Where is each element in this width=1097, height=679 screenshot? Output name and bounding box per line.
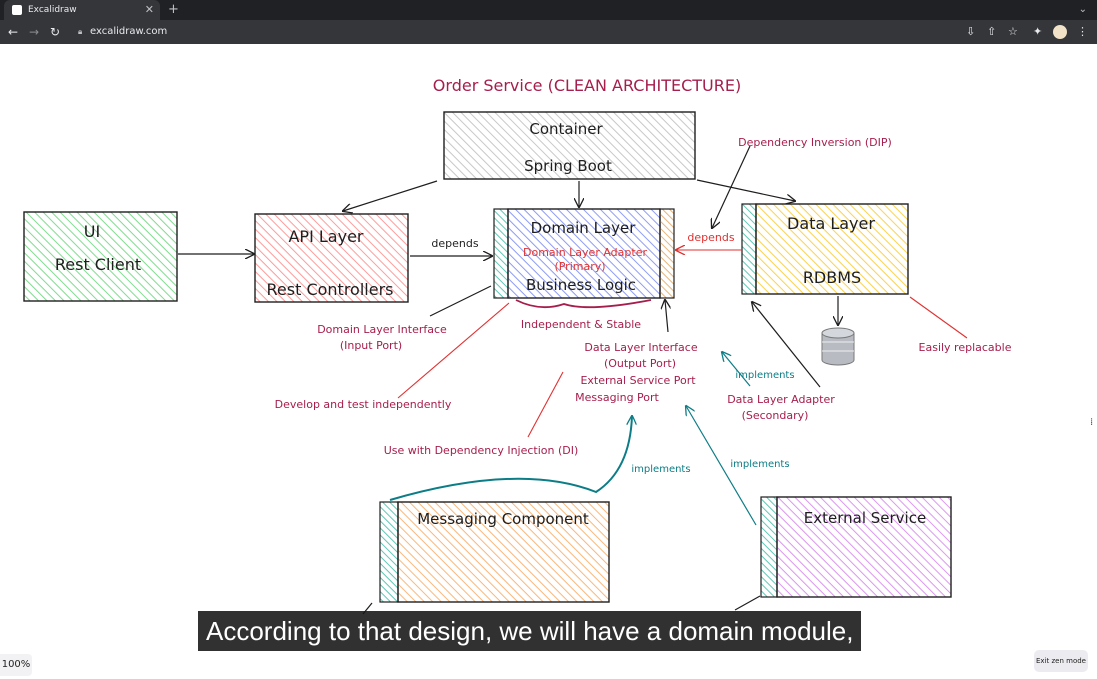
- depends-label-left: depends: [431, 237, 478, 250]
- container-box[interactable]: Container Spring Boot: [443, 111, 696, 180]
- arrow-data-adapter-implements: [722, 352, 751, 387]
- arrow-independent-to-domain: [665, 300, 668, 333]
- domain-layer-box[interactable]: Domain Layer Domain Layer Adapter (Prima…: [493, 208, 675, 299]
- domain-interface-label: Domain Layer Interface: [317, 323, 447, 336]
- line-di: [527, 371, 564, 438]
- messaging-component-box[interactable]: Messaging Component: [379, 501, 610, 603]
- primary-label: (Primary): [554, 260, 605, 273]
- container-label: Container: [529, 120, 603, 138]
- replaceable-label: Easily replacable: [919, 341, 1012, 354]
- implements-label-1: implements: [735, 370, 794, 381]
- teal-connectors: [389, 352, 757, 526]
- extensions-icon[interactable]: ✦: [1033, 25, 1043, 38]
- arrow-external-implements: [686, 406, 757, 526]
- tab-title: Excalidraw: [28, 5, 77, 15]
- forward-icon[interactable]: →: [29, 25, 40, 39]
- install-icon[interactable]: ⇩: [966, 25, 976, 38]
- arrow-adapter-to-data: [752, 302, 821, 388]
- rest-controllers-label: Rest Controllers: [267, 280, 394, 299]
- domain-layer-label: Domain Layer: [531, 219, 637, 237]
- develop-label: Develop and test independently: [275, 398, 452, 411]
- external-port-label: External Service Port: [580, 374, 696, 387]
- back-icon[interactable]: ←: [8, 25, 19, 39]
- exit-zen-mode-button[interactable]: Exit zen mode: [1034, 650, 1088, 672]
- input-port-label: (Input Port): [340, 339, 402, 352]
- di-label: Use with Dependency Injection (DI): [384, 444, 579, 457]
- api-layer-label: API Layer: [288, 227, 363, 246]
- line-external-adapter: [734, 595, 761, 611]
- zoom-level-indicator[interactable]: 100%: [0, 654, 32, 676]
- domain-adapter-label: Domain Layer Adapter: [523, 246, 647, 259]
- arrow-container-to-data: [696, 179, 795, 201]
- rdbms-label: RDBMS: [803, 268, 861, 287]
- excalidraw-favicon-icon: [12, 5, 22, 15]
- menu-kebab-icon[interactable]: ⋮: [1077, 25, 1088, 38]
- independent-label: Independent & Stable: [521, 318, 641, 331]
- dip-label: Dependency Inversion (DIP): [738, 136, 892, 149]
- line-domain-interface: [429, 285, 492, 317]
- browser-tab-strip: Excalidraw ✕ + ⌄: [0, 0, 1097, 20]
- drawing-canvas[interactable]: Order Service (CLEAN ARCHITECTURE) Conta…: [0, 44, 1097, 679]
- api-layer-box[interactable]: API Layer Rest Controllers: [254, 213, 409, 303]
- video-caption: According to that design, we will have a…: [198, 611, 862, 651]
- browser-toolbar: ← → ↻ 🔒︎ excalidraw.com ⇩ ⇧ ☆ ✦ ⋮: [0, 20, 1097, 44]
- database-icon: [821, 327, 855, 366]
- ui-box[interactable]: UI Rest Client: [23, 211, 178, 302]
- lock-icon: 🔒︎: [78, 27, 83, 36]
- address-bar[interactable]: 🔒︎ excalidraw.com: [72, 23, 952, 41]
- arrow-messaging-implements: [389, 416, 632, 501]
- implements-label-2: implements: [631, 464, 690, 475]
- business-logic-label: Business Logic: [526, 276, 636, 294]
- messaging-port-label: Messaging Port: [575, 391, 659, 404]
- share-icon[interactable]: ⇧: [987, 25, 997, 38]
- data-adapter-label: Data Layer Adapter: [727, 393, 835, 406]
- chevron-down-icon[interactable]: ⌄: [1078, 4, 1087, 15]
- diagram-title: Order Service (CLEAN ARCHITECTURE): [433, 76, 741, 95]
- data-interface-label: Data Layer Interface: [584, 341, 697, 354]
- resize-handle-icon[interactable]: ⁞: [1090, 417, 1093, 428]
- arrow-container-to-api: [343, 180, 438, 211]
- messaging-component-label: Messaging Component: [417, 510, 589, 528]
- secondary-label: (Secondary): [742, 409, 809, 422]
- new-tab-icon[interactable]: +: [168, 2, 179, 17]
- connector-arrows: [178, 145, 838, 615]
- brace-independent: [515, 299, 652, 309]
- profile-avatar[interactable]: [1053, 25, 1067, 39]
- implements-label-3: implements: [730, 459, 789, 470]
- red-connectors: [397, 250, 968, 438]
- ui-label: UI: [84, 222, 100, 241]
- depends-label-right: depends: [687, 231, 734, 244]
- line-replaceable: [909, 296, 968, 339]
- bookmark-star-icon[interactable]: ☆: [1008, 25, 1018, 38]
- url-text: excalidraw.com: [90, 26, 168, 37]
- external-service-box[interactable]: External Service: [760, 496, 952, 598]
- external-service-label: External Service: [804, 509, 926, 527]
- close-tab-icon[interactable]: ✕: [144, 3, 154, 16]
- line-develop: [397, 302, 510, 399]
- arrow-dip: [712, 145, 751, 228]
- browser-tab[interactable]: Excalidraw ✕: [4, 0, 160, 20]
- spring-boot-label: Spring Boot: [524, 157, 612, 175]
- data-layer-label: Data Layer: [787, 214, 875, 233]
- rest-client-label: Rest Client: [55, 255, 141, 274]
- reload-icon[interactable]: ↻: [50, 25, 61, 39]
- output-port-label: (Output Port): [604, 357, 676, 370]
- data-layer-box[interactable]: Data Layer RDBMS: [741, 203, 909, 295]
